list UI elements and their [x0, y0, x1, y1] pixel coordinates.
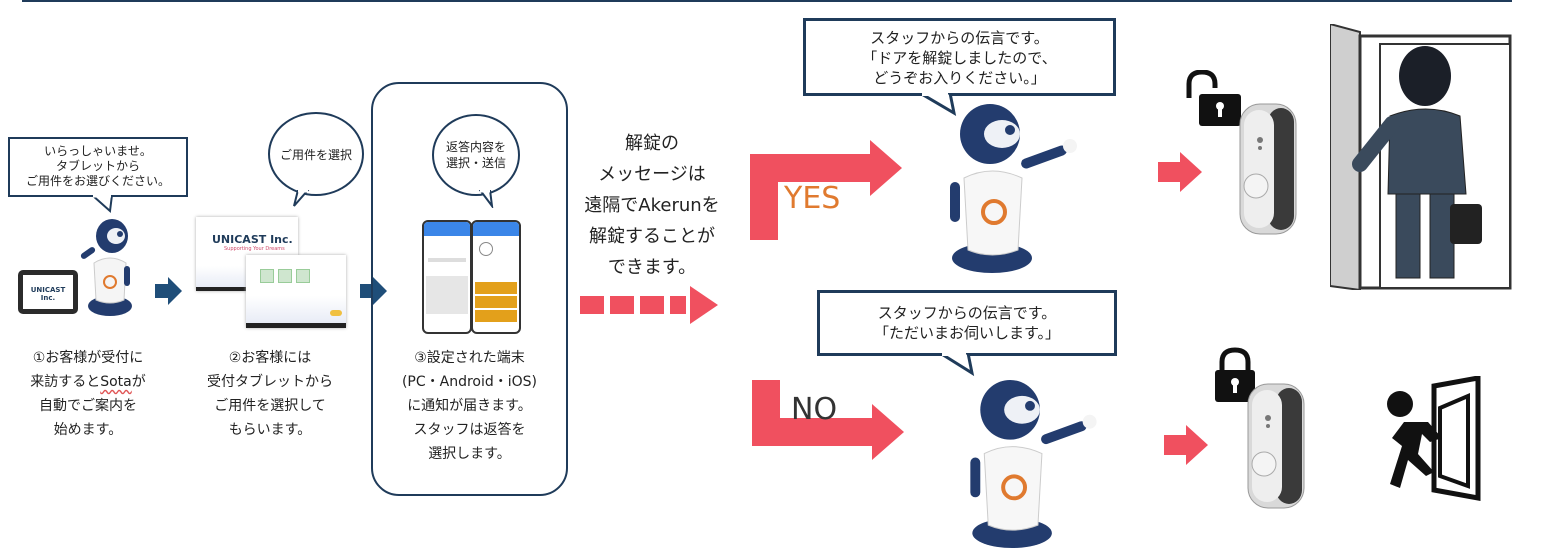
- unlock-message-line: 解錠の: [625, 133, 679, 154]
- step2-caption-line: ご用件を選択して: [214, 398, 326, 414]
- yes-speech-bubble: スタッフからの伝言です。 「ドアを解錠しましたので、 どうぞお入りください。」: [803, 18, 1116, 96]
- step3-caption-line: (PC・Android・iOS): [401, 374, 538, 390]
- step3-bubble-line: 返答内容を: [445, 140, 506, 154]
- step1-bubble-tail: [90, 195, 114, 214]
- yes-bubble-line: どうぞお入りください。」: [873, 69, 1046, 87]
- step3-caption-line: に通知が届きます。: [407, 398, 532, 414]
- tablet-icon: UNICAST Inc.: [18, 270, 78, 314]
- step3-speech-bubble: 返答内容を 選択・送信: [432, 114, 520, 196]
- yes-branch-arrow: [750, 140, 902, 240]
- unlock-message-line: 遠隔でAkerunを: [584, 195, 720, 216]
- smartphone-icon: [422, 220, 472, 334]
- step2-caption-line: ②お客様には: [228, 350, 312, 366]
- step1-caption-line: 来訪するとSotaが: [0, 370, 176, 394]
- step3-bubble-tail: [478, 190, 494, 208]
- padlock-open-icon: [1186, 70, 1241, 126]
- step3-caption-line: スタッフは返答を: [413, 422, 526, 438]
- step2-caption: ②お客様には 受付タブレットから ご用件を選択して もらいます。: [188, 346, 352, 442]
- sota-name: Sota: [100, 374, 132, 390]
- robot-icon: [80, 219, 132, 316]
- dashed-arrow-icon: [580, 286, 718, 324]
- step2-caption-line: 受付タブレットから: [207, 374, 333, 390]
- unlock-message-line: 解錠することが: [589, 226, 715, 247]
- step2-bubble-text: ご用件を選択: [279, 147, 352, 162]
- yes-label: YES: [784, 181, 841, 216]
- screen-title: UNICAST Inc.: [212, 233, 293, 246]
- robot-icon: [950, 104, 1077, 273]
- tablet-brand: UNICAST Inc.: [30, 286, 66, 302]
- arrow-right-icon: [360, 277, 387, 305]
- no-speech-bubble: スタッフからの伝言です。 「ただいまお伺いします。」: [817, 290, 1117, 356]
- smart-lock-icon: [1239, 103, 1297, 235]
- step1-caption-line: 始めます。: [53, 422, 123, 438]
- step2-caption-line: もらいます。: [228, 422, 312, 438]
- step2-bubble-tail: [293, 190, 310, 207]
- door-person-icon: [1330, 24, 1512, 290]
- arrow-right-icon: [1158, 152, 1202, 192]
- arrow-right-icon: [155, 277, 182, 305]
- step1-bubble-line: タブレットから: [55, 159, 140, 173]
- no-bubble-tail: [938, 353, 975, 377]
- caption-text: が: [131, 374, 146, 390]
- step1-bubble-line: いらっしゃいませ。: [44, 144, 152, 158]
- step3-caption-line: 選択します。: [428, 446, 511, 462]
- reception-screen-menu: [246, 255, 346, 328]
- no-entry-person-icon: [1387, 376, 1481, 501]
- step1-caption-line: ①お客様が受付に: [32, 350, 144, 366]
- yes-bubble-line: 「ドアを解錠しましたので、: [862, 49, 1057, 67]
- arrow-right-icon: [1164, 425, 1208, 465]
- robot-icon: [970, 379, 1097, 549]
- step1-caption-line: 自動でご案内を: [39, 398, 137, 414]
- step2-speech-bubble: ご用件を選択: [268, 112, 364, 196]
- step3-caption-line: ③設定された端末: [414, 350, 525, 366]
- unlock-message: 解錠の メッセージは 遠隔でAkerunを 解錠することが できます。: [572, 128, 732, 283]
- no-bubble-line: 「ただいまお伺いします。」: [873, 324, 1060, 342]
- step1-caption: ①お客様が受付に 来訪するとSotaが 自動でご案内を 始めます。: [0, 346, 176, 442]
- no-label: NO: [791, 392, 838, 427]
- padlock-closed-icon: [1215, 347, 1255, 402]
- step3-frame: [371, 82, 568, 496]
- no-bubble-line: スタッフからの伝言です。: [877, 304, 1057, 322]
- step3-bubble-line: 選択・送信: [445, 156, 506, 170]
- screen-subtitle: Supporting Your Dreams: [224, 246, 285, 252]
- yes-bubble-tail: [918, 93, 957, 116]
- unlock-message-line: メッセージは: [598, 164, 706, 185]
- caption-text: 来訪すると: [30, 374, 101, 390]
- no-branch-arrow: [752, 380, 904, 460]
- step1-speech-bubble: いらっしゃいませ。 タブレットから ご用件をお選びください。: [8, 137, 188, 197]
- step3-caption: ③設定された端末 (PC・Android・iOS) に通知が届きます。 スタッフ…: [371, 346, 568, 466]
- step1-bubble-line: ご用件をお選びください。: [25, 174, 170, 188]
- unlock-message-line: できます。: [607, 257, 697, 278]
- top-divider: [22, 0, 1512, 2]
- smart-lock-icon: [1247, 383, 1305, 509]
- smartphone-icon: [471, 220, 521, 334]
- yes-bubble-line: スタッフからの伝言です。: [870, 29, 1049, 47]
